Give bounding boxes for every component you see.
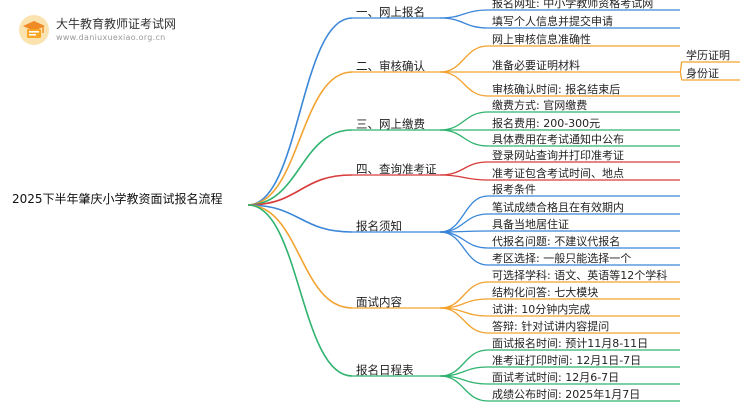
leaf-connector [439,71,489,97]
leaf-topic: 面试报名时间: 预计11月8-11日 [492,337,649,350]
branch-connector [247,17,353,206]
leaf-topic: 具备当地居住证 [492,218,569,231]
leaf-topic: 具体费用在考试通知中公布 [492,133,624,146]
subleaf-connector [679,71,683,81]
leaf-topic: 报名网址: 中小学教师资格考试网 [492,0,654,10]
branch-topic: 二、审核确认 [356,59,425,73]
leaf-topic: 代报名问题: 不建议代报名 [492,235,621,248]
root-topic: 2025下半年肇庆小学教资面试报名流程 [12,192,223,206]
branch-topic: 报名须知 [356,219,402,233]
leaf-topic: 可选择学科: 语文、英语等12个学科 [492,269,668,282]
leaf-topic: 报名费用: 200-300元 [492,117,601,130]
branch-connector [247,204,353,233]
branch-connector [247,71,353,206]
leaf-topic: 报考条件 [492,183,536,196]
leaf-topic: 笔试成绩合格且在有效期内 [492,201,624,214]
leaf-connector [439,161,489,176]
leaf-topic: 审核确认时间: 报名结束后 [492,83,621,96]
graduation-book-icon [19,15,49,45]
leaf-topic: 试讲: 10分钟内完成 [492,303,591,316]
leaf-topic: 答辩: 针对试讲内容提问 [492,320,610,333]
branch-connector [247,129,353,206]
leaf-connector [439,213,489,233]
site-url: www.daniuxuexiao.org.cn [56,33,166,42]
branch-connector [247,204,353,377]
branch-topic: 四、查询准考证 [356,162,437,176]
leaf-topic: 登录网站查询并打印准考证 [492,149,624,162]
branch-topic: 一、网上报名 [356,5,425,19]
leaf-connector [439,17,489,29]
leaf-topic: 缴费方式: 官网缴费 [492,99,588,112]
leaf-connector [439,307,489,334]
leaf-topic: 成绩公布时间: 2025年1月7日 [492,388,641,401]
subleaf-connector [679,61,683,73]
leaf-connector [439,375,489,402]
subleaf-topic: 学历证明 [686,49,730,62]
branch-topic: 三、网上缴费 [356,117,425,131]
branch-topic: 报名日程表 [356,363,414,377]
leaf-topic: 准考证打印时间: 12月1日-7日 [492,354,642,367]
leaf-connector [439,45,489,73]
leaf-topic: 填写个人信息并提交申请 [492,15,613,28]
branch-connector [247,204,353,309]
leaf-connector [439,231,489,266]
leaf-connector [439,231,489,249]
leaf-topic: 准考证包含考试时间、地点 [492,167,624,180]
leaf-topic: 网上审核信息准确性 [492,33,591,46]
leaf-topic: 结构化问答: 七大模块 [492,286,599,299]
subleaf-topic: 身份证 [686,67,719,80]
leaf-connector [439,111,489,131]
leaf-topic: 准备必要证明材料 [492,59,580,72]
leaf-connector [439,129,489,147]
site-name: 大牛教育教师证考试网 [56,17,177,31]
leaf-connector [439,174,489,181]
branch-connector [247,174,353,206]
site-logo: 大牛教育教师证考试网 www.daniuxuexiao.org.cn [18,12,218,48]
leaf-topic: 考区选择: 一般只能选择一个 [492,252,632,265]
leaf-connector [439,9,489,19]
leaf-topic: 面试考试时间: 12月6-7日 [492,371,620,384]
branch-topic: 面试内容 [356,295,402,309]
